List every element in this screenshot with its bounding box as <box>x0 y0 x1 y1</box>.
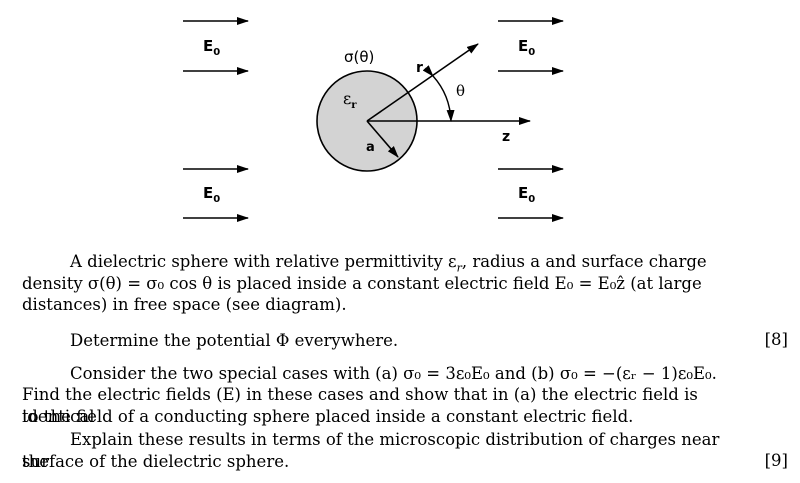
field-label-right-bottom: E0 <box>518 184 535 205</box>
explain-line2: surface of the dielectric sphere. <box>22 452 290 471</box>
para1-line2: density σ(θ) = σ₀ cos θ is placed inside… <box>22 274 702 293</box>
theta-angle-label: θ <box>456 82 465 100</box>
surface-charge-label: σ(θ) <box>344 48 374 66</box>
problem-statement: A dielectric sphere with relative permit… <box>22 251 728 279</box>
marks-part-1: [8] <box>764 330 788 349</box>
potential-task: Determine the potential Φ everywhere. <box>70 331 399 350</box>
r-vector-arrow <box>366 43 479 122</box>
special-cases-line3: to the field of a conducting sphere plac… <box>22 407 634 426</box>
special-cases-line2: Find the electric fields (E) in these ca… <box>22 385 698 426</box>
para1-line3: distances) in free space (see diagram). <box>22 295 347 314</box>
explain-line1: Explain these results in terms of the mi… <box>22 430 720 471</box>
field-label-left-bottom: E0 <box>203 184 220 205</box>
radius-label: a <box>366 140 375 155</box>
permittivity-label: εr <box>343 89 357 111</box>
field-label-left-top: E0 <box>203 37 220 58</box>
special-cases-line1: Consider the two special cases with (a) … <box>70 364 717 383</box>
r-vector-label: r <box>416 60 423 76</box>
theta-angle-arc <box>422 65 455 122</box>
dielectric-sphere-diagram: E0 E0 E0 E0 σ(θ) εr z r θ a <box>183 17 564 222</box>
z-axis-label: z <box>502 129 510 145</box>
field-label-right-top: E0 <box>518 37 535 58</box>
radius-arrow <box>366 120 399 158</box>
marks-part-2: [9] <box>764 451 788 470</box>
para1-line1: A dielectric sphere with relative permit… <box>70 252 707 275</box>
